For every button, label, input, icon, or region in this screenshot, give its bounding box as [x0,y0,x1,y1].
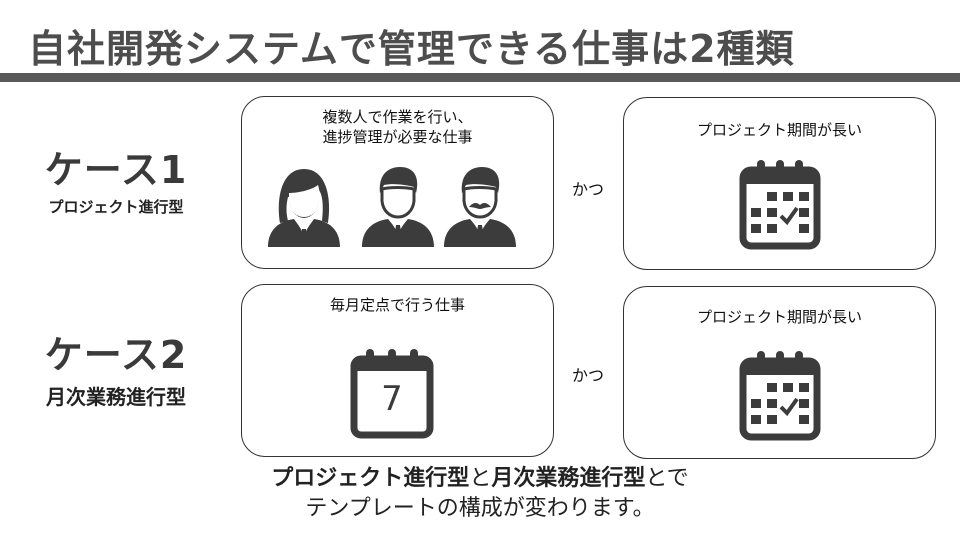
case-1-duration-box: プロジェクト期間が長い [623,97,936,270]
calendar-check-icon [739,351,821,441]
case-1-name: ケース1 [44,148,188,192]
case-2-label: ケース2 月次業務進行型 [16,335,216,410]
case-1-connector: かつ [572,180,605,199]
footer-plain-and: と [469,466,492,491]
case-2-duration-text: プロジェクト期間が長い [696,308,862,326]
person-mustache-icon [444,167,516,247]
person-male-icon [362,167,434,247]
case-2-connector: かつ [572,366,605,385]
footer-line-1: プロジェクト進行型と月次業務進行型とで [0,464,960,494]
calendar-day-icon [350,349,434,439]
case-1-work-text: 複数人で作業を行い、 進捗管理が必要な仕事 [242,107,553,147]
title-underline-bar [0,73,960,82]
case-2-work-box: 毎月定点で行う仕事 7 [241,284,554,457]
case-2-name: ケース2 [44,333,188,377]
person-female-icon [268,169,340,247]
case-1-duration-text: プロジェクト期間が長い [696,121,862,139]
footer-line-2: テンプレートの構成が変わります。 [305,496,655,521]
calendar-day-number: 7 [381,379,403,419]
case-1-work-box: 複数人で作業を行い、 進捗管理が必要な仕事 [241,96,554,269]
case-2-subtitle: 月次業務進行型 [46,385,186,409]
footer-bold-monthly: 月次業務進行型 [491,466,646,491]
page-title: 自社開発システムで管理できる仕事は2種類 [28,27,795,71]
footer-text: プロジェクト進行型と月次業務進行型とで テンプレートの構成が変わります。 [0,464,960,524]
case-1-label: ケース1 プロジェクト進行型 [16,150,216,217]
case-1-work-text-line-1: 複数人で作業を行い、 [322,108,473,126]
case-1-work-text-line-2: 進捗管理が必要な仕事 [322,128,473,146]
case-2-duration-box: プロジェクト期間が長い [623,286,936,459]
case-2-work-text: 毎月定点で行う仕事 [329,296,465,314]
footer-plain-tode: とで [645,466,689,491]
case-1-subtitle: プロジェクト進行型 [48,198,184,216]
footer-bold-project: プロジェクト進行型 [271,466,470,491]
calendar-check-icon [739,160,821,250]
